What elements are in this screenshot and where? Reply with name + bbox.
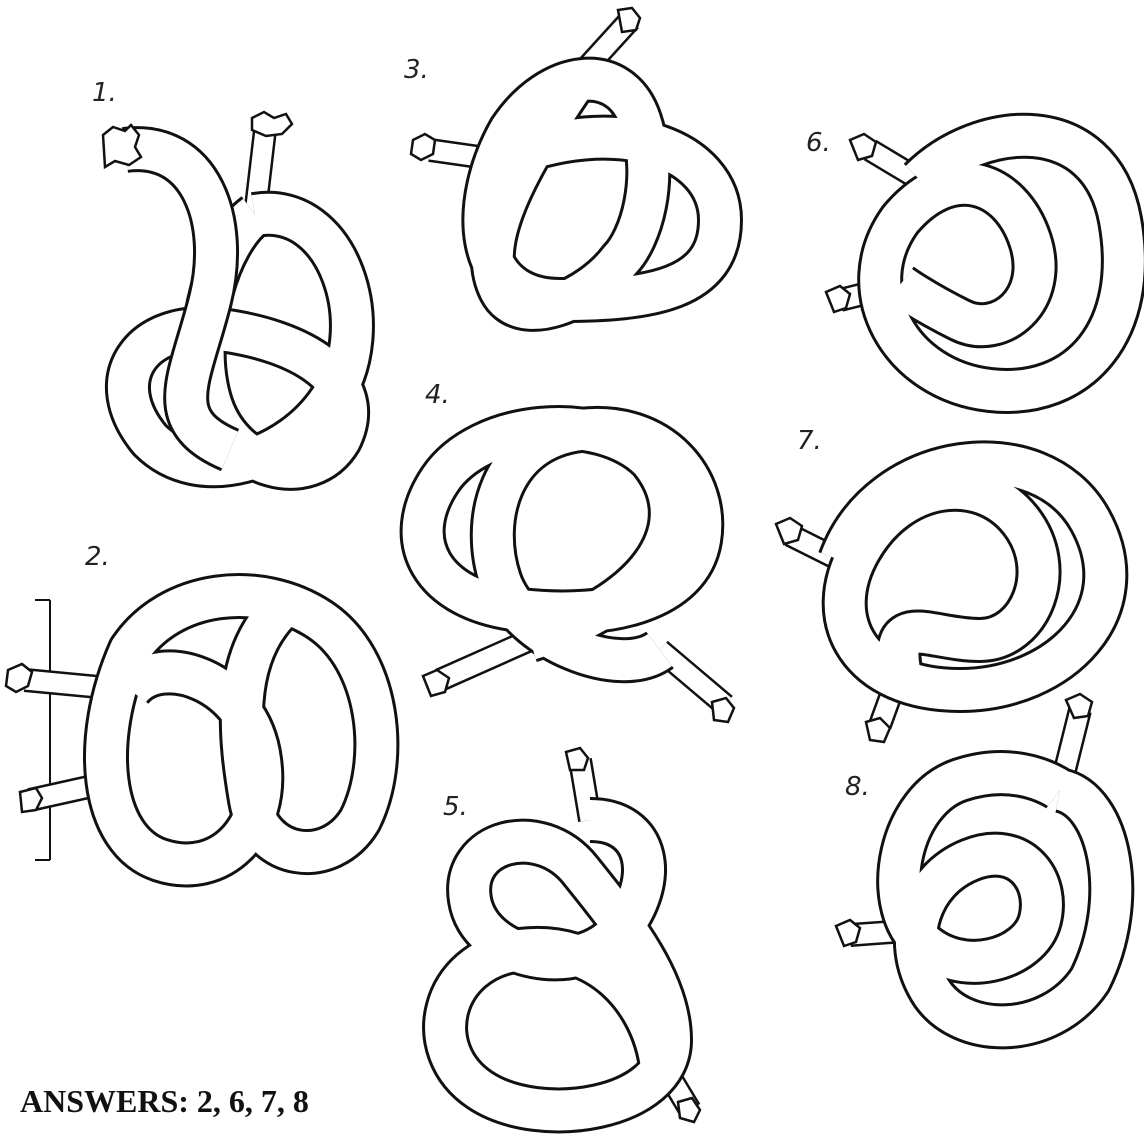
knot-label-2: 2. [85,542,110,572]
knot-4 [423,428,734,722]
knot-7 [776,463,1105,742]
knot-2 [6,596,376,864]
knot-label-7: 7. [797,426,822,456]
knot-label-8: 8. [845,772,870,802]
knot-label-4: 4. [425,380,450,410]
knot-1 [103,112,352,468]
knot-label-1: 1. [92,78,117,108]
knot-5 [445,748,700,1122]
knot-6 [826,134,1124,391]
knot-label-6: 6. [806,128,831,158]
knot-label-3: 3. [404,55,429,85]
knot-3 [411,8,720,309]
knot-8 [836,694,1111,1026]
knot-label-5: 5. [443,792,468,822]
answers-text: ANSWERS: 2, 6, 7, 8 [20,1083,309,1120]
